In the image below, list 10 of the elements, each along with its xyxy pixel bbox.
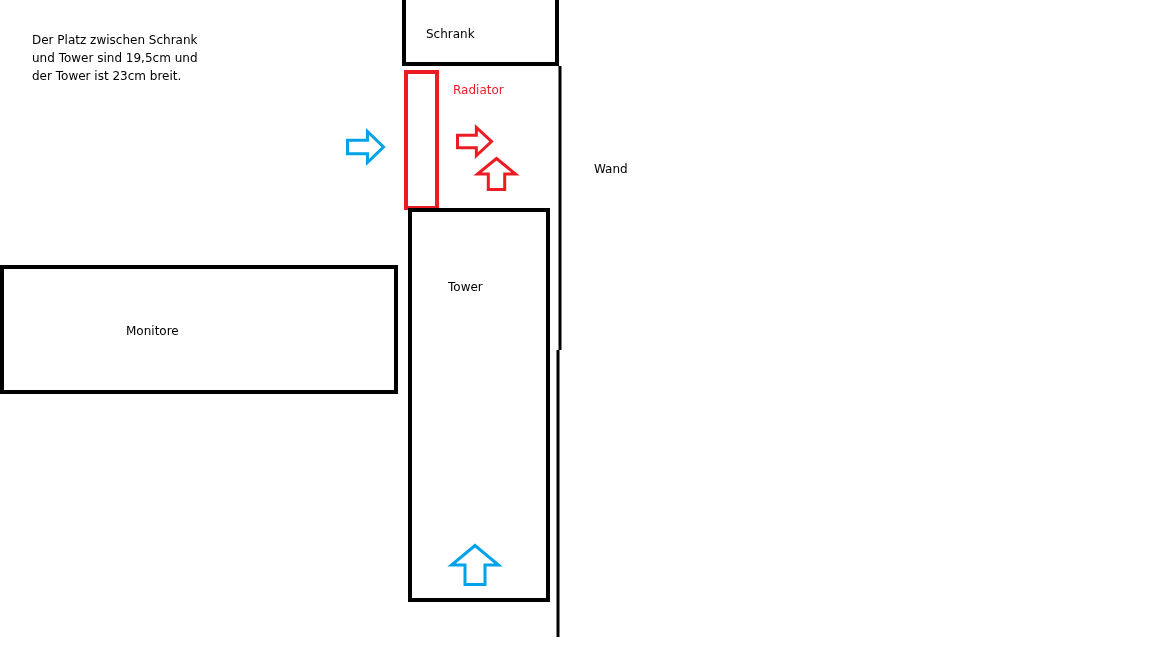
note-text: Der Platz zwischen Schrank und Tower sind 19,5cm und der Tower ist 23cm breit. (32, 32, 199, 85)
node-label: Tower (448, 280, 483, 295)
furniture-box (0, 265, 398, 394)
radiator-rect (404, 70, 439, 210)
node-label: Monitore (126, 324, 179, 339)
furniture-box (408, 208, 550, 602)
node-label: Radiator (453, 83, 504, 98)
furniture-box (402, 0, 559, 66)
wall-label: Wand (594, 162, 628, 176)
node-label: Schrank (426, 27, 475, 42)
